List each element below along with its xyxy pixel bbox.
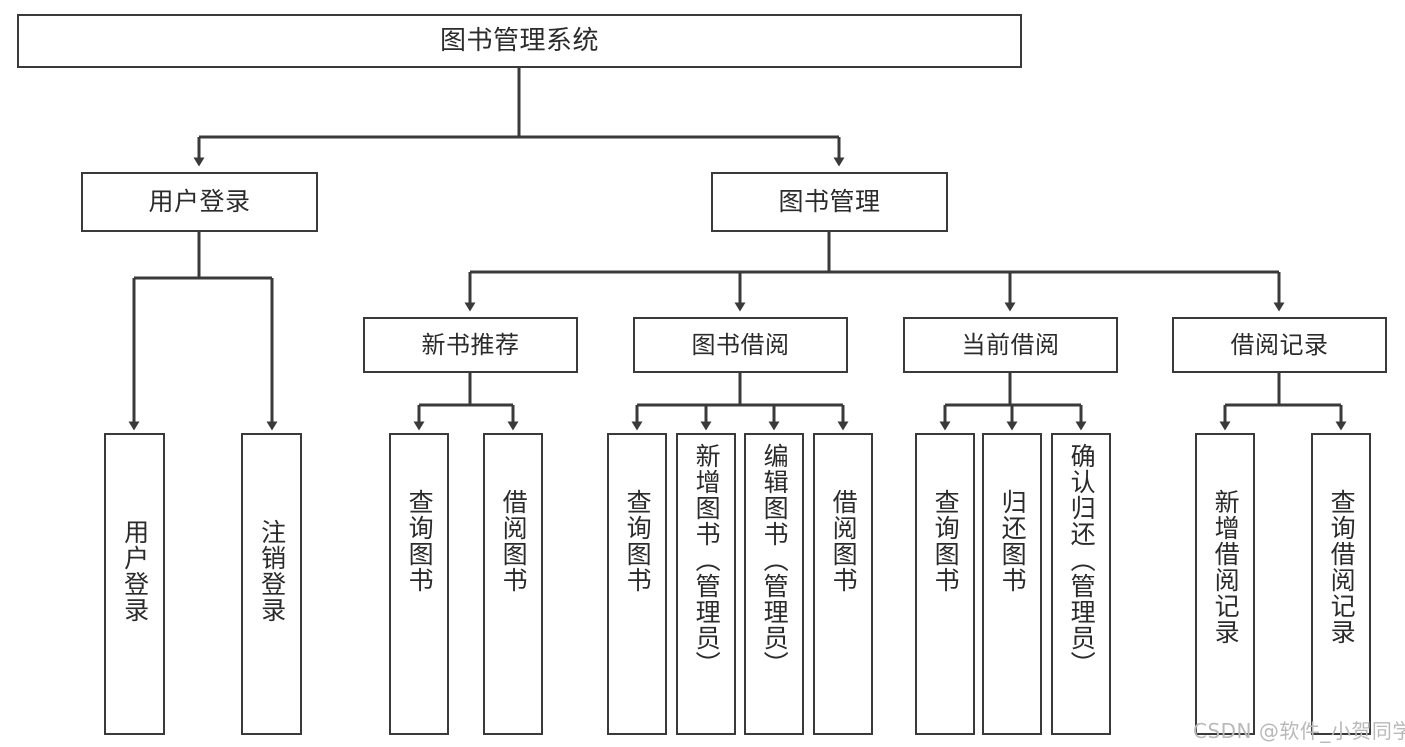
leaf-query-book-borrowing[interactable]: 查询图书 [607,433,667,735]
node-label: 编辑图书（管理员） [760,443,790,677]
node-borrowing-record[interactable]: 借阅记录 [1172,317,1387,373]
node-label: 归还图书 [998,489,1028,593]
leaf-borrow-book-borrowing[interactable]: 借阅图书 [813,433,873,735]
leaf-return-book[interactable]: 归还图书 [982,433,1042,735]
node-label: 用户登录 [120,519,150,623]
node-label: 查询图书 [931,489,961,593]
node-label: 借阅图书 [499,489,529,593]
leaf-query-borrow-record[interactable]: 查询借阅记录 [1311,433,1371,735]
node-label: 查询图书 [623,489,653,593]
node-label: 借阅记录 [1230,330,1329,359]
node-label: 确认归还（管理员） [1067,443,1097,677]
node-label: 注销登录 [257,519,287,623]
leaf-confirm-return-admin[interactable]: 确认归还（管理员） [1051,433,1111,735]
node-label: 图书管理系统 [439,25,599,56]
node-label: 用户登录 [148,187,251,217]
node-label: 查询借阅记录 [1327,489,1357,645]
node-label: 查询图书 [405,489,435,593]
leaf-borrow-book-recommendation[interactable]: 借阅图书 [483,433,543,735]
node-current-borrowing[interactable]: 当前借阅 [903,317,1118,373]
node-new-book-recommendation[interactable]: 新书推荐 [363,317,578,373]
csdn-watermark: CSDN @软件_小贺同学 [1193,719,1405,743]
leaf-query-book-current[interactable]: 查询图书 [915,433,975,735]
leaf-add-book-admin[interactable]: 新增图书（管理员） [676,433,736,735]
leaf-user-login[interactable]: 用户登录 [104,433,165,735]
leaf-edit-book-admin[interactable]: 编辑图书（管理员） [744,433,804,735]
node-user-login[interactable]: 用户登录 [81,172,318,232]
node-book-borrowing[interactable]: 图书借阅 [633,317,848,373]
node-label: 当前借阅 [961,330,1060,359]
node-label: 图书管理 [778,187,881,217]
node-book-management[interactable]: 图书管理 [711,172,948,232]
node-label: 图书借阅 [691,330,790,359]
leaf-query-book-recommendation[interactable]: 查询图书 [389,433,449,735]
node-label: 借阅图书 [829,489,859,593]
node-root-book-management-system[interactable]: 图书管理系统 [17,14,1022,68]
node-label: 新书推荐 [421,330,520,359]
leaf-user-logout[interactable]: 注销登录 [241,433,302,735]
node-label: 新增图书（管理员） [692,443,722,677]
leaf-add-borrow-record[interactable]: 新增借阅记录 [1195,433,1255,735]
node-label: 新增借阅记录 [1211,489,1241,645]
